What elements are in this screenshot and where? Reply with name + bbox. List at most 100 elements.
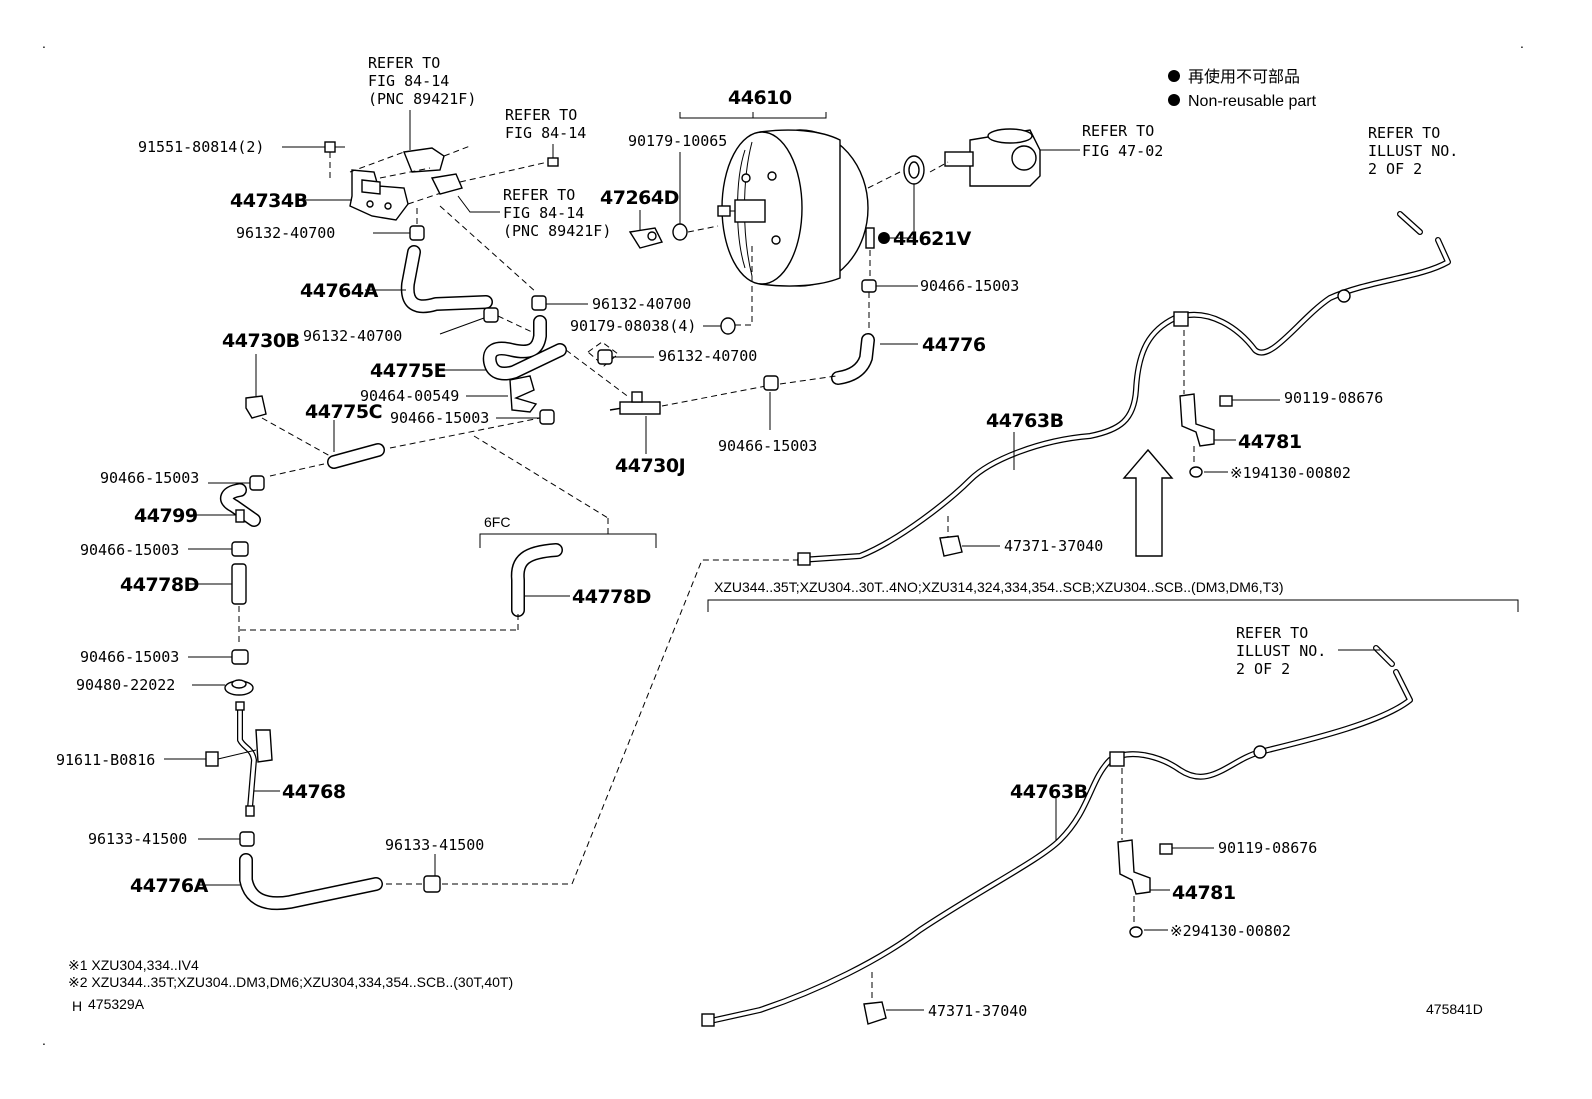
hose-44778D-a[interactable]: 44778D	[120, 563, 518, 646]
bolt-91551-80814[interactable]: 91551-80814(2)	[138, 138, 345, 180]
label-90466-15003-f: 90466-15003	[80, 648, 179, 666]
label-44778D-b: 44778D	[572, 586, 651, 608]
ref-fig-47-02-line2: FIG 47-02	[1082, 142, 1163, 160]
clamp-90466-15003-a[interactable]: 90466-15003	[861, 277, 1019, 330]
clamp-90466-15003-c[interactable]: 90466-15003	[718, 375, 817, 455]
clamp-90466-15003-f[interactable]: 90466-15003	[80, 648, 249, 666]
bolt-91611-B0816[interactable]: 91611-B0816	[56, 749, 257, 769]
ref-c-line1: REFER TO	[503, 186, 575, 204]
label-90179-10065: 90179-10065	[628, 132, 727, 150]
label-6FC: 6FC	[484, 514, 510, 530]
label-44776A: 44776A	[130, 875, 209, 897]
up-arrow-icon	[1122, 448, 1174, 557]
label-96132-40700-a: 96132-40700	[236, 224, 335, 242]
label-44781-b: 44781	[1172, 882, 1236, 904]
clamp-96133-41500-a[interactable]: 96133-41500	[88, 830, 255, 848]
hose-44799[interactable]: 44799	[134, 483, 261, 527]
non-reusable-marker-icon	[878, 232, 890, 244]
legend: 再使用不可部品 Non-reusable part	[1168, 68, 1317, 110]
ref-b-line2: FIG 84-14	[505, 124, 586, 142]
master-cylinder-ref[interactable]: REFER TO FIG 47-02	[929, 122, 1163, 187]
ref-fig-84-14-c[interactable]: REFER TO FIG 84-14 (PNC 89421F)	[430, 173, 611, 240]
pipe-44768[interactable]: 44768	[235, 701, 346, 817]
clamp-96133-41500-b[interactable]: 96133-41500	[385, 559, 800, 893]
label-96132-40700-d: 96132-40700	[658, 347, 757, 365]
label-294130-00802: ※294130-00802	[1170, 922, 1291, 940]
label-96132-40700-b: 96132-40700	[303, 327, 402, 345]
illustration-number-right: 475841D	[1426, 1001, 1483, 1017]
clamp-96132-40700-d[interactable]: 96132-40700	[587, 341, 757, 367]
label-47264D: 47264D	[600, 187, 679, 209]
legend-en: Non-reusable part	[1188, 93, 1317, 110]
ref-fig-84-14-a[interactable]: REFER TO FIG 84-14 (PNC 89421F)	[349, 54, 476, 205]
label-44763B-b: 44763B	[1010, 781, 1088, 803]
label-44734B: 44734B	[230, 190, 308, 212]
label-90466-15003-a: 90466-15003	[920, 277, 1019, 295]
check-valve-fitting[interactable]	[865, 227, 875, 278]
label-44778D-a: 44778D	[120, 574, 199, 596]
corner-marks: . . .	[42, 35, 1524, 1048]
ref-illust-a-line1: REFER TO	[1368, 124, 1440, 142]
clip-47264D[interactable]: 47264D	[600, 187, 679, 249]
clamp-90466-15003-e[interactable]: 90466-15003	[80, 541, 249, 559]
clamp-96132-40700-a[interactable]: 96132-40700	[236, 205, 537, 293]
part-44610: 44610	[728, 87, 792, 109]
svg-text:.: .	[1520, 35, 1524, 51]
bracket-44734B[interactable]: 44734B	[230, 169, 409, 221]
clip-47371-37040-a[interactable]: 47371-37040	[939, 516, 1103, 557]
pipe-44763B-lower[interactable]: 44763B	[701, 645, 1413, 1027]
hose-44775C[interactable]: 44775C	[269, 401, 609, 519]
label-96132-40700-c: 96132-40700	[592, 295, 691, 313]
hose-44775E[interactable]: 44775E	[370, 315, 631, 399]
legend-ja: 再使用不可部品	[1188, 68, 1300, 86]
label-194130-00802: ※194130-00802	[1230, 464, 1351, 482]
clamp-96132-40700-c[interactable]: 96132-40700	[531, 295, 691, 313]
clamp-96132-40700-b[interactable]: 96132-40700	[303, 307, 533, 345]
ref-fig-84-14-b[interactable]: REFER TO FIG 84-14	[459, 106, 586, 183]
label-44768: 44768	[282, 781, 346, 803]
label-44799: 44799	[134, 505, 198, 527]
clamp-90466-15003-b[interactable]: 90466-15003	[390, 409, 555, 427]
label-90466-15003-e: 90466-15003	[80, 541, 179, 559]
ref-illust-a-line2: ILLUST NO.	[1368, 142, 1458, 160]
brake-booster-assembly[interactable]: 44610	[679, 87, 869, 326]
label-44621V: 44621V	[893, 228, 972, 250]
ref-illust-a[interactable]: REFER TO ILLUST NO. 2 OF 2	[1368, 124, 1458, 178]
label-90464-00549: 90464-00549	[360, 387, 459, 405]
illustration-number-left: 475329A	[88, 996, 145, 1012]
hose-44776[interactable]: 44776	[831, 333, 986, 385]
ref-illust-b[interactable]: REFER TO ILLUST NO. 2 OF 2	[1236, 624, 1380, 678]
svg-text:.: .	[42, 1032, 46, 1048]
label-47371-37040-a: 47371-37040	[1004, 537, 1103, 555]
ref-a-line2: FIG 84-14	[368, 72, 449, 90]
bracket-44781-b[interactable]: 44781 90119-08676 ※294130-00802	[1117, 768, 1317, 940]
tee-44730J[interactable]: 44730J	[609, 375, 837, 477]
label-44730B: 44730B	[222, 330, 300, 352]
clip-47371-37040-b[interactable]: 47371-37040	[863, 972, 1027, 1025]
label-44781-a: 44781	[1238, 431, 1302, 453]
pipe-44763B-upper[interactable]: 44763B	[797, 211, 1451, 566]
label-44763B-a: 44763B	[986, 410, 1064, 432]
label-90179-08038: 90179-08038(4)	[570, 317, 696, 335]
label-96133-41500-b: 96133-41500	[385, 836, 484, 854]
ref-b-line1: REFER TO	[505, 106, 577, 124]
label-47371-37040-b: 47371-37040	[928, 1002, 1027, 1020]
bracket-44781-a[interactable]: 44781 90119-08676 ※194130-00802	[1179, 330, 1383, 482]
label-91551-80814: 91551-80814(2)	[138, 138, 264, 156]
clamp-90466-15003-d[interactable]: 90466-15003	[100, 469, 265, 491]
hose-44776A[interactable]: 44776A	[130, 853, 422, 911]
seal-44621V[interactable]: 44621V	[867, 155, 972, 250]
svg-text:.: .	[42, 35, 46, 51]
fitting-44730B[interactable]: 44730B	[222, 330, 331, 457]
clip-90464-00549[interactable]: 90464-00549	[360, 375, 538, 413]
hose-44764A[interactable]: 44764A	[300, 245, 493, 314]
ref-a-line3: (PNC 89421F)	[368, 90, 476, 108]
variant-6FC[interactable]: 6FC 44778D	[479, 514, 657, 630]
nut-90179-08038[interactable]: 90179-08038(4)	[570, 317, 736, 335]
grommet-90480-22022[interactable]: 90480-22022	[76, 676, 254, 696]
label-90466-15003-b: 90466-15003	[390, 409, 489, 427]
variant-header: XZU344..35T;XZU304..30T..4NO;XZU314,324,…	[707, 579, 1519, 612]
label-90119-08676-b: 90119-08676	[1218, 839, 1317, 857]
nut-90179-10065[interactable]: 90179-10065	[628, 132, 727, 241]
label-44764A: 44764A	[300, 280, 379, 302]
